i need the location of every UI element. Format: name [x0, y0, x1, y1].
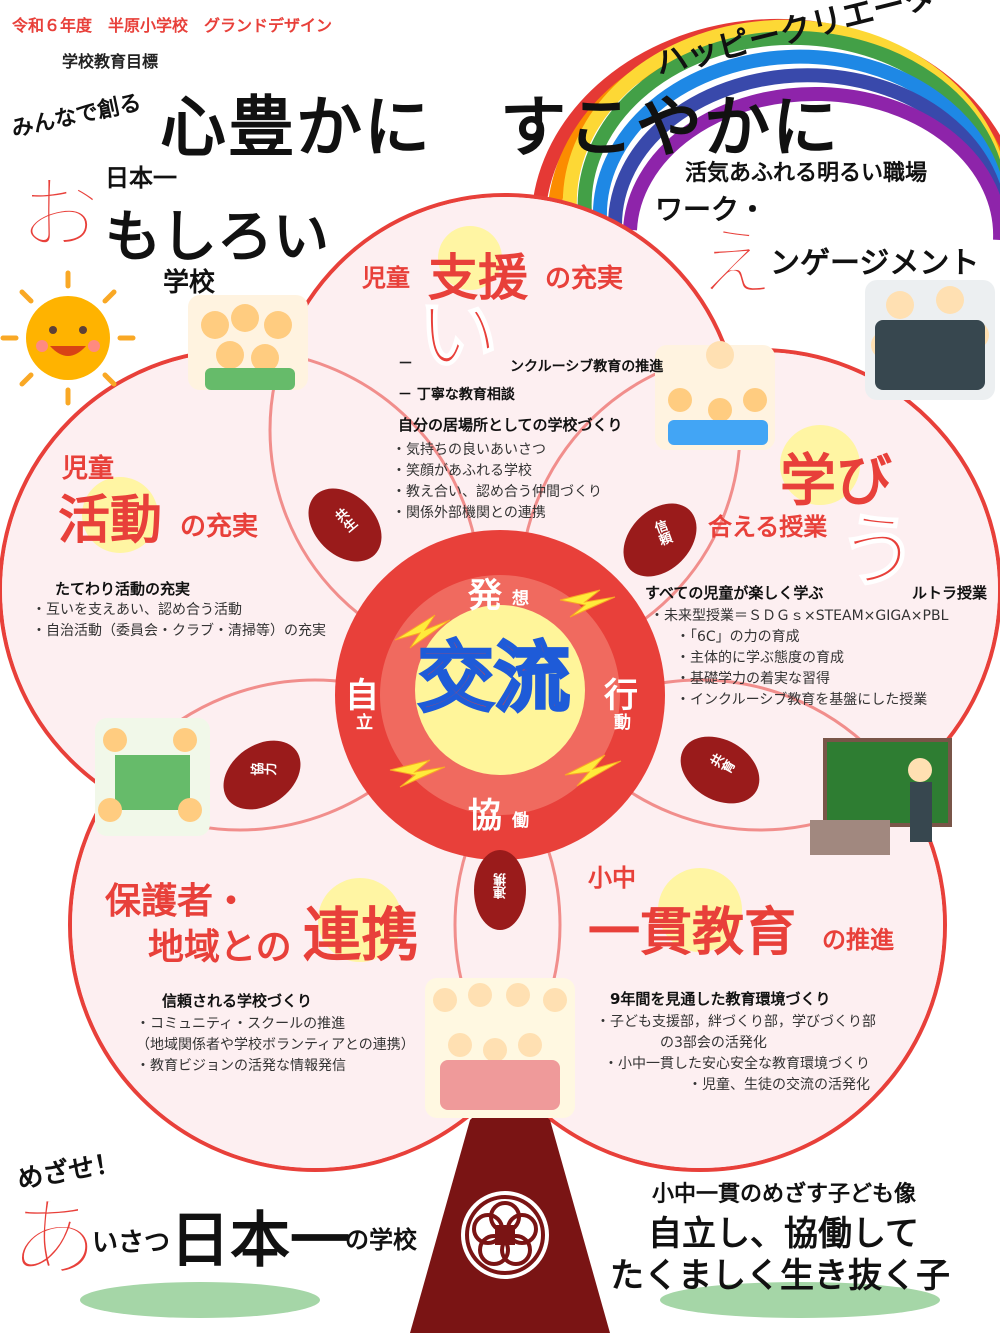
goal-label: 学校教育目標 [62, 52, 159, 71]
manabi-title: 学び [780, 449, 892, 514]
kodo-big: 行 [604, 676, 638, 716]
i-char: い [417, 289, 499, 382]
aisatsu-text: いさつ [92, 1228, 171, 1258]
kakki-text: 活気あふれる明るい職場 [685, 161, 928, 186]
list-item: ・互いを支えあい、認め合う活動 [32, 602, 242, 618]
list-item: ・コミュニティ・スクールの推進 [136, 1016, 346, 1032]
list-item: ・インクルーシブ教育を基盤にした授業 [676, 692, 928, 708]
list-item: ・未来型授業＝ＳＤＧｓ×STEAM×GIGA×PBL [650, 608, 949, 624]
list-item: ・児童、生徒の交流の活発化 [688, 1077, 870, 1093]
e-char: え [697, 218, 775, 307]
shien-pre: 児童 [362, 264, 410, 292]
list-item: ・教育ビジョンの活発な情報発信 [136, 1058, 346, 1074]
list-item: ・主体的に学ぶ態度の育成 [676, 650, 844, 666]
group-work-illustration [95, 718, 210, 836]
renkei-title: 連携 [303, 901, 420, 969]
work-text: ワーク・ [655, 193, 767, 226]
list-item: ・関係外部機関との連携 [392, 505, 546, 521]
teachers-illustration [865, 280, 995, 400]
list-item: ・自治活動（委員会・クラブ・清掃等）の充実 [32, 623, 326, 639]
ultra-subhead-post: ルトラ授業 [912, 584, 988, 602]
doc-title: 令和６年度 半原小学校 グランドデザイン [12, 16, 333, 35]
ikkan-pre: 小中 [588, 864, 636, 892]
list-item: ・教え合い、認め合う仲間づくり [392, 484, 602, 500]
classroom-illustration [655, 341, 775, 450]
shinrai-subhead: 信頼される学校づくり [162, 992, 313, 1010]
children-illustration [188, 295, 308, 390]
gakko-text: 学校 [163, 268, 216, 298]
jiritsu-small: 立 [356, 713, 373, 733]
hasso-big: 発 [468, 576, 502, 616]
kyodo-big: 協 [468, 796, 502, 836]
shien-list: ・気持ちの良いあいさつ ・笑顔があふれる学校 ・教え合い、認め合う仲間づくり ・… [392, 440, 602, 524]
kodo-small: 動 [614, 713, 631, 733]
kankyo-subhead: 9年間を見通した教育環境づくり [610, 990, 831, 1008]
renkei-line1: 保護者・ [105, 881, 250, 922]
kyodo-small: 働 [512, 811, 529, 831]
list-item: （地域関係者や学校ボランティアとの連携） [136, 1037, 415, 1053]
tatewari-subhead: たてわり活動の充実 [55, 580, 191, 598]
ikkan-post: の推進 [822, 926, 894, 954]
a-char: あ [9, 1187, 99, 1290]
manabi-list: ・未来型授業＝ＳＤＧｓ×STEAM×GIGA×PBL ・「6C」の力の育成 ・主… [650, 606, 948, 711]
lightning-icon [389, 589, 622, 788]
inclusive-text: ンクルーシブ教育の推進 [510, 359, 664, 375]
list-item: ・笑顔があふれる学校 [392, 463, 532, 479]
katsudo-title: 活動 [58, 491, 163, 551]
list-item: ・気持ちの良いあいさつ [392, 442, 546, 458]
katsudo-post: の充実 [180, 512, 259, 542]
list-item: ・小中一貫した安心安全な教育環境づくり [604, 1056, 870, 1072]
jiritsu-big: 自 [345, 676, 379, 716]
u-char: う [837, 505, 919, 598]
community-illustration [425, 978, 575, 1118]
ultra-subhead-pre: すべての児童が楽しく学ぶ [645, 584, 824, 602]
blackboard-illustration [810, 738, 952, 855]
soudan-text: － 丁寧な教育相談 [398, 387, 515, 403]
katsudo-pre: 児童 [62, 454, 115, 484]
nihon-ichi-text: 日本一 [105, 164, 177, 192]
ibasho-subhead: 自分の居場所としての学校づくり [398, 416, 623, 434]
list-item: ・基礎学力の着実な習得 [676, 671, 830, 687]
renkei-line2: 地域との [148, 927, 292, 968]
school-emblem-icon [461, 1191, 549, 1279]
renkei-list: ・コミュニティ・スクールの推進 （地域関係者や学校ボランティアとの連携） ・教育… [136, 1014, 415, 1077]
list-item: ・子ども支援部，絆づくり部，学びづくり部 [596, 1014, 876, 1030]
oval-renkei: 連携 [494, 873, 509, 899]
oval-kyoryoku: 協力 [250, 763, 277, 779]
manabi-post: 合える授業 [708, 513, 828, 541]
ikkan-list: ・子ども支援部，絆づくり部，学びづくり部 の3部会の活発化 ・小中一貫した安心安… [596, 1012, 876, 1096]
sun-icon [0, 270, 136, 406]
rainbow-icon [533, 18, 1000, 240]
hasso-small: 想 [512, 589, 529, 609]
kodomozo-line1: 自立し、協働して [648, 1214, 919, 1254]
list-item: ・「6C」の力の育成 [676, 629, 800, 645]
inclusive-dash: － [398, 354, 414, 372]
list-item: の3部会の活発化 [660, 1035, 767, 1051]
shien-post: の充実 [545, 264, 624, 294]
kodomozo-heading: 小中一貫のめざす子ども像 [652, 1182, 917, 1207]
school-goal: 心豊かに すこやかに [160, 89, 840, 166]
nihon-ichi-bottom: 日本一 [170, 1206, 350, 1276]
koryu-title: 交流 [417, 633, 572, 722]
shien-title: 支援 [428, 249, 528, 307]
ikkan-title: 一貫教育 [588, 903, 797, 963]
omoshiroi-text: もしろい [105, 205, 329, 270]
engagement-text: ンゲージメント [770, 246, 980, 281]
o-char: お [19, 168, 101, 261]
kodomozo-line2: たくましく生き抜く子 [610, 1256, 950, 1296]
no-gakko-text: の学校 [345, 1226, 417, 1254]
katsudo-list: ・互いを支えあい、認め合う活動 ・自治活動（委員会・クラブ・清掃等）の充実 [32, 600, 326, 642]
